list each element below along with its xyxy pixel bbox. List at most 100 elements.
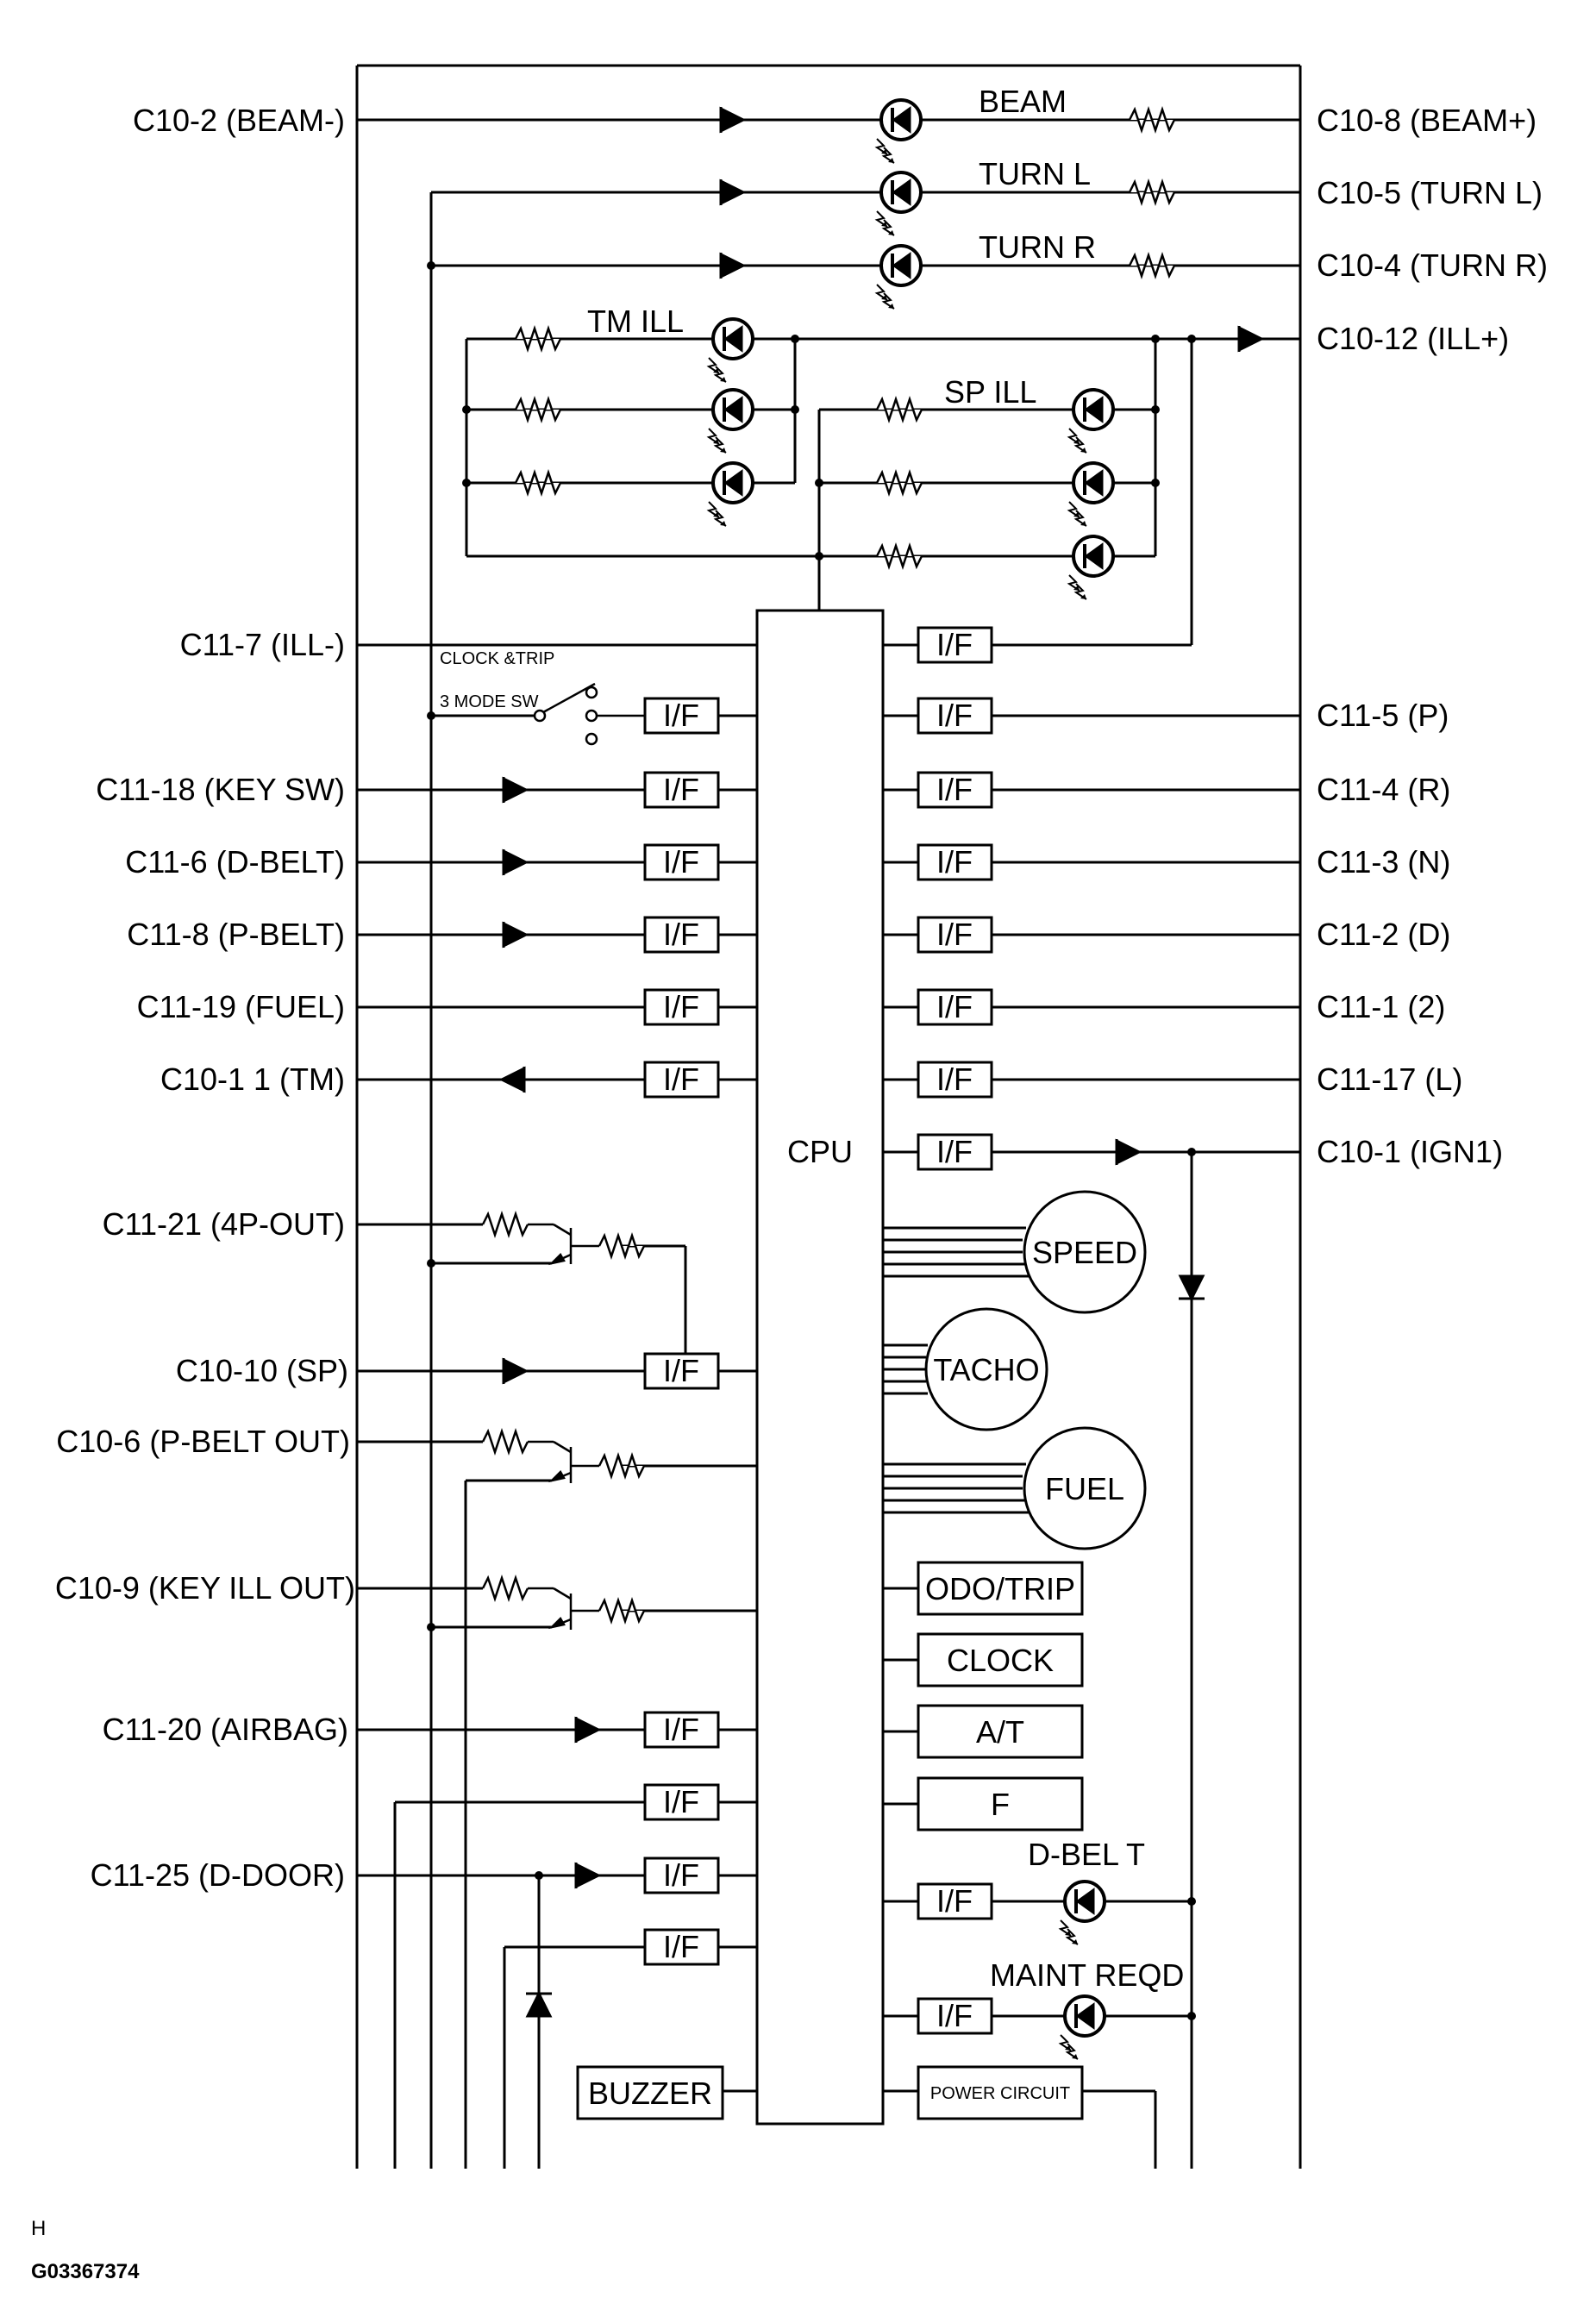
switch-label-line2: 3 MODE SW <box>440 692 539 711</box>
if-left-unlabeled-1: I/F <box>643 1783 720 1821</box>
diode-key-sw <box>502 776 529 804</box>
diode-tm <box>498 1066 526 1093</box>
indicator-beam-label: BEAM <box>979 84 1067 119</box>
clock-label: CLOCK <box>947 1643 1054 1678</box>
if-right-ill: I/F <box>917 626 993 664</box>
diode-airbag <box>574 1716 602 1744</box>
indicator-d-belt-label: D-BEL T <box>1028 1837 1145 1872</box>
led-beam <box>874 98 923 164</box>
cpu-block <box>755 609 885 2126</box>
power-circuit-block <box>917 2065 1084 2120</box>
led-tm-ill-3 <box>706 461 754 527</box>
if-right-d: I/F <box>917 916 993 954</box>
if-left-fuel: I/F <box>643 988 720 1026</box>
transistors <box>528 1223 599 1630</box>
label-c10-8: C10-8 (BEAM+) <box>1317 103 1537 138</box>
indicator-sp-ill-label: SP ILL <box>944 374 1036 410</box>
f-block <box>917 1776 1084 1831</box>
label-c10-4: C10-4 (TURN R) <box>1317 247 1548 283</box>
transistor-4p-out <box>528 1223 599 1266</box>
f-label: F <box>991 1787 1010 1822</box>
led-sp-ill-2 <box>1067 461 1115 527</box>
diode-d-door <box>574 1862 602 1889</box>
led-turn-l <box>874 171 923 236</box>
diode-ign-down <box>1178 1274 1205 1302</box>
label-c11-21: C11-21 (4P-OUT) <box>103 1206 345 1242</box>
label-c11-7: C11-7 (ILL-) <box>180 627 345 662</box>
tacho-gauge-label: TACHO <box>933 1352 1039 1387</box>
if-right-ill-label: I/F <box>936 627 973 662</box>
if-right-d-belt: I/F <box>917 1882 993 1920</box>
at-label: A/T <box>976 1714 1024 1750</box>
if-right-d-belt-label: I/F <box>936 1883 973 1919</box>
if-right-maint-reqd-label: I/F <box>936 1998 973 2033</box>
frame <box>355 64 1302 2169</box>
if-left-airbag-label: I/F <box>663 1712 699 1747</box>
diode-d-belt <box>502 848 529 876</box>
power-circuit-label: POWER CIRCUIT <box>930 2084 1070 2103</box>
label-c10-10: C10-10 (SP) <box>176 1353 348 1388</box>
clock-block <box>917 1632 1084 1687</box>
if-left-unlabeled-1-label: I/F <box>663 1784 699 1819</box>
switch-label-line1: CLOCK &TRIP <box>440 649 554 668</box>
text-layer: C10-2 (BEAM-) C11-7 (ILL-) C11-18 (KEY S… <box>31 84 1548 2283</box>
if-left-p-belt-label: I/F <box>663 917 699 952</box>
buzzer-block <box>576 2065 724 2120</box>
tacho-gauge <box>924 1307 1048 1431</box>
label-c11-2: C11-2 (D) <box>1317 917 1450 952</box>
if-right-r-label: I/F <box>936 772 973 807</box>
fuel-gauge-label: FUEL <box>1045 1471 1124 1506</box>
transistor-p-belt-out <box>528 1440 599 1483</box>
label-c11-18: C11-18 (KEY SW) <box>96 772 345 807</box>
fuel-gauge <box>1023 1426 1147 1550</box>
if-left-d-belt-label: I/F <box>663 844 699 880</box>
label-c11-4: C11-4 (R) <box>1317 772 1450 807</box>
if-right-n-label: I/F <box>936 844 973 880</box>
if-right-l-label: I/F <box>936 1061 973 1097</box>
label-c11-6: C11-6 (D-BELT) <box>125 844 345 880</box>
if-left-d-door: I/F <box>643 1857 720 1894</box>
if-right-p-label: I/F <box>936 698 973 733</box>
odo-trip-block <box>917 1561 1084 1616</box>
label-c10-1: C10-1 (IGN1) <box>1317 1134 1503 1169</box>
led-d-belt <box>1058 1880 1106 1945</box>
diode-d-door-up <box>525 1990 553 2018</box>
interface-boxes: I/F I/F I/F I/F I/F I/F I/F I/F I/F I/F I/F I/F I/F I… <box>643 626 993 2035</box>
label-c11-8: C11-8 (P-BELT) <box>127 917 345 952</box>
if-right-2: I/F <box>917 988 993 1026</box>
diode-p-belt <box>502 921 529 949</box>
if-left-p-belt: I/F <box>643 916 720 954</box>
speed-gauge <box>1023 1190 1147 1314</box>
gauges <box>924 1190 1147 1550</box>
led-turn-r <box>874 244 923 310</box>
led-tm-ill-2 <box>706 388 754 454</box>
label-c11-25: C11-25 (D-DOOR) <box>91 1857 345 1893</box>
diodes <box>498 106 1265 2018</box>
right-signal-lines <box>883 643 1300 2169</box>
if-right-ign1-label: I/F <box>936 1134 973 1169</box>
if-left-d-door-label: I/F <box>663 1857 699 1893</box>
label-c10-11: C10-1 1 (TM) <box>160 1061 345 1097</box>
indicator-maint-reqd-label: MAINT REQD <box>990 1957 1184 1993</box>
if-left-sp: I/F <box>643 1352 720 1390</box>
if-left-unlabeled-2-label: I/F <box>663 1929 699 1964</box>
if-right-r: I/F <box>917 771 993 809</box>
illumination-network <box>465 337 1300 647</box>
label-c11-19: C11-19 (FUEL) <box>137 989 345 1024</box>
cpu-label: CPU <box>787 1134 853 1169</box>
diode-ign1 <box>1115 1138 1142 1166</box>
transistor-key-ill-out <box>528 1587 599 1630</box>
label-c11-1: C11-1 (2) <box>1317 989 1445 1024</box>
if-left-sp-label: I/F <box>663 1353 699 1388</box>
resistors <box>481 106 1176 1625</box>
if-left-airbag: I/F <box>643 1711 720 1749</box>
diode-turn-l <box>719 178 747 206</box>
label-c11-20: C11-20 (AIRBAG) <box>103 1712 348 1747</box>
indicator-turn-l-label: TURN L <box>979 156 1091 191</box>
diode-ill-plus <box>1237 325 1265 353</box>
indicator-turn-r-label: TURN R <box>979 229 1096 265</box>
at-block <box>917 1704 1084 1759</box>
label-c11-5: C11-5 (P) <box>1317 698 1449 733</box>
